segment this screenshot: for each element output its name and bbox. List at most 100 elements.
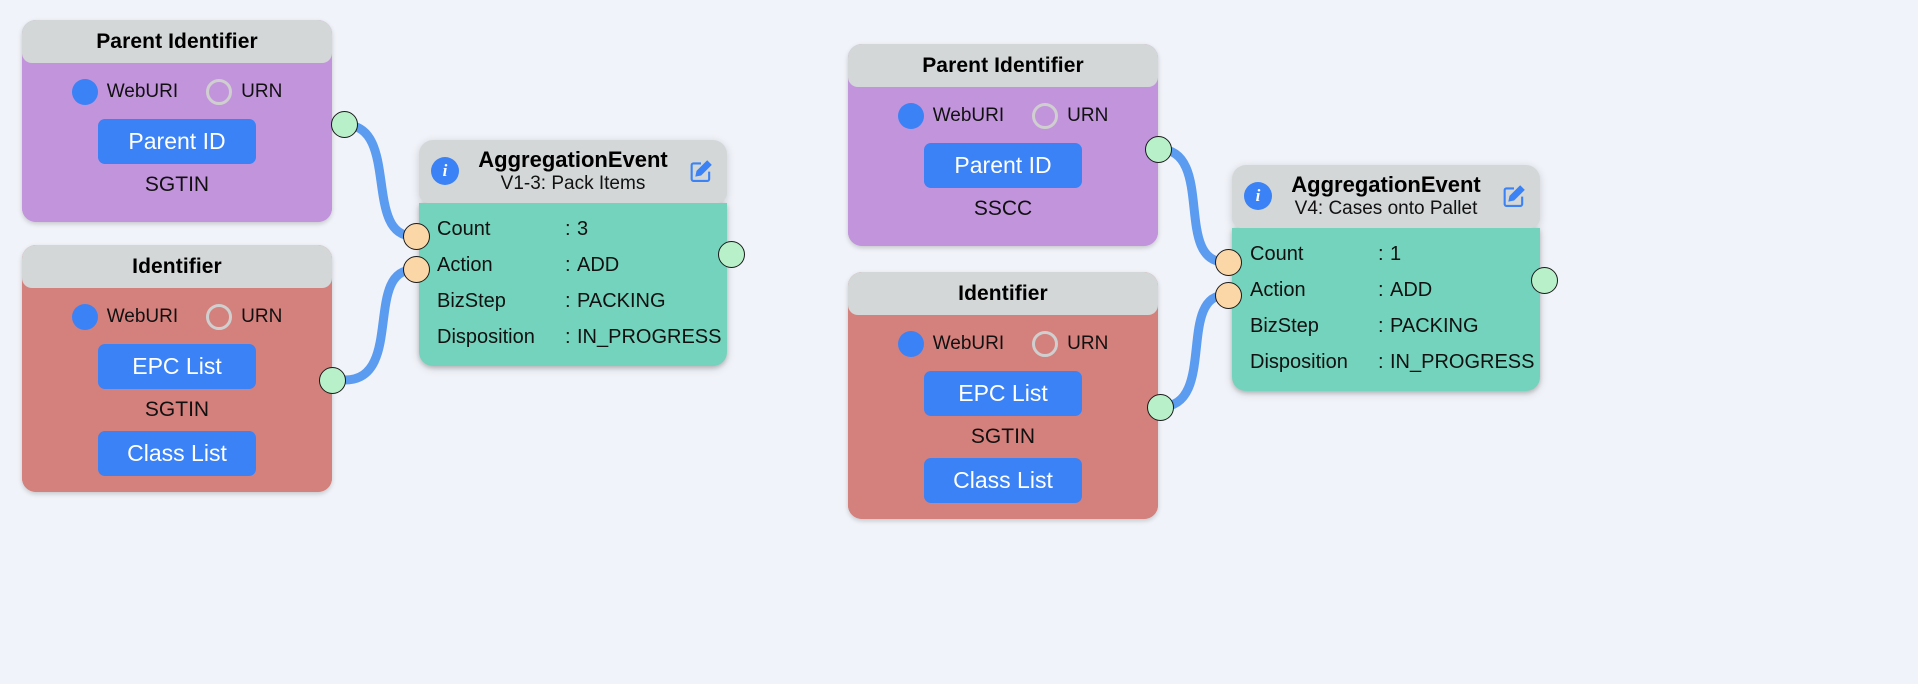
node-body: WebURI URN Parent ID SSCC <box>848 87 1158 246</box>
field-key: Disposition <box>1250 350 1348 373</box>
parent-id-button[interactable]: Parent ID <box>98 119 256 164</box>
event-body: Count : 1 Action : ADD BizStep : PACKING… <box>1232 227 1540 391</box>
field-value: PACKING <box>577 289 666 312</box>
event-field-row: Count : 3 <box>437 217 727 242</box>
field-separator: : <box>1378 278 1384 301</box>
event-subtitle: V4: Cases onto Pallet <box>1294 197 1478 219</box>
class-list-button[interactable]: Class List <box>924 458 1082 503</box>
radio-urn-unselected-icon[interactable] <box>206 304 233 330</box>
field-separator: : <box>1378 242 1384 265</box>
edit-pencil-icon[interactable] <box>1500 182 1528 210</box>
radio-weburi-selected-icon[interactable] <box>71 304 98 330</box>
handle-target-parent-right[interactable] <box>1215 249 1242 276</box>
radio-weburi-selected-icon[interactable] <box>897 103 924 129</box>
radio-urn-unselected-icon[interactable] <box>206 79 233 105</box>
field-value: ADD <box>1390 278 1433 301</box>
field-value: 1 <box>1390 242 1402 265</box>
radio-weburi-selected-icon[interactable] <box>71 79 98 105</box>
identifier-type-radio-group[interactable]: WebURI URN <box>22 79 332 105</box>
event-subtitle: V1-3: Pack Items <box>500 172 646 194</box>
field-value: 3 <box>577 217 589 240</box>
radio-urn-label[interactable]: URN <box>1067 333 1109 354</box>
node-header-title: Parent Identifier <box>848 44 1158 87</box>
radio-weburi-label[interactable]: WebURI <box>932 333 1005 354</box>
handle-target-parent-left[interactable] <box>403 223 430 250</box>
event-body: Count : 3 Action : ADD BizStep : PACKING… <box>419 202 727 366</box>
node-body: WebURI URN Parent ID SGTIN <box>22 63 332 222</box>
field-key: BizStep <box>437 289 506 312</box>
radio-urn-unselected-icon[interactable] <box>1032 103 1059 129</box>
field-key: BizStep <box>1250 314 1319 337</box>
handle-source-event-right[interactable] <box>1531 267 1558 294</box>
epc-list-button[interactable]: EPC List <box>98 344 256 389</box>
class-list-button[interactable]: Class List <box>98 431 256 476</box>
node-header-title: Identifier <box>22 245 332 288</box>
info-icon[interactable]: i <box>1244 182 1272 211</box>
node-parent-identifier-left[interactable]: Parent Identifier WebURI URN Parent ID S… <box>22 20 332 222</box>
radio-weburi-label[interactable]: WebURI <box>106 81 179 102</box>
event-field-row: BizStep : PACKING <box>437 289 727 314</box>
event-field-row: Action : ADD <box>1250 278 1540 303</box>
parent-id-button[interactable]: Parent ID <box>924 143 1082 188</box>
radio-weburi-label[interactable]: WebURI <box>932 105 1005 126</box>
event-title: AggregationEvent <box>478 147 668 172</box>
radio-urn-label[interactable]: URN <box>241 306 283 327</box>
field-key: Action <box>1250 278 1306 301</box>
node-parent-identifier-right[interactable]: Parent Identifier WebURI URN Parent ID S… <box>848 44 1158 246</box>
field-separator: : <box>565 325 571 348</box>
field-key: Disposition <box>437 325 535 348</box>
node-body: WebURI URN EPC List SGTIN Class List <box>22 288 332 492</box>
node-body: WebURI URN EPC List SGTIN Class List <box>848 315 1158 519</box>
info-icon[interactable]: i <box>431 157 459 186</box>
handle-source-parent-identifier-left[interactable] <box>331 111 358 138</box>
node-header-title: Parent Identifier <box>22 20 332 63</box>
field-value: IN_PROGRESS <box>577 325 722 348</box>
event-title: AggregationEvent <box>1291 172 1481 197</box>
identifier-type-radio-group[interactable]: WebURI URN <box>848 331 1158 357</box>
radio-weburi-label[interactable]: WebURI <box>106 306 179 327</box>
node-header-title: Identifier <box>848 272 1158 315</box>
edge-parent-to-event-left <box>340 120 418 241</box>
identifier-type-radio-group[interactable]: WebURI URN <box>22 304 332 330</box>
event-field-row: Disposition : IN_PROGRESS <box>1250 350 1540 375</box>
event-header: i AggregationEvent V1-3: Pack Items <box>419 140 727 203</box>
identifier-scheme-label: SSCC <box>973 197 1033 220</box>
field-separator: : <box>565 289 571 312</box>
field-separator: : <box>565 253 571 276</box>
node-identifier-left[interactable]: Identifier WebURI URN EPC List SGTIN Cla… <box>22 245 332 492</box>
edge-parent-to-event-right <box>1153 144 1230 267</box>
radio-weburi-selected-icon[interactable] <box>897 331 924 357</box>
field-key: Count <box>1250 242 1304 265</box>
edge-identifier-to-event-right <box>1155 290 1231 412</box>
field-value: ADD <box>577 253 620 276</box>
radio-urn-unselected-icon[interactable] <box>1032 331 1059 357</box>
field-value: PACKING <box>1390 314 1479 337</box>
field-value: IN_PROGRESS <box>1390 350 1535 373</box>
edit-pencil-icon[interactable] <box>687 157 715 185</box>
radio-urn-label[interactable]: URN <box>241 81 283 102</box>
radio-urn-label[interactable]: URN <box>1067 105 1109 126</box>
handle-target-children-left[interactable] <box>403 256 430 283</box>
handle-target-children-right[interactable] <box>1215 282 1242 309</box>
field-key: Action <box>437 253 493 276</box>
handle-source-parent-identifier-right[interactable] <box>1145 136 1172 163</box>
event-header: i AggregationEvent V4: Cases onto Pallet <box>1232 165 1540 228</box>
identifier-scheme-label: SGTIN <box>144 398 210 421</box>
node-aggregation-event-left[interactable]: i AggregationEvent V1-3: Pack Items Coun… <box>419 140 727 366</box>
field-separator: : <box>565 217 571 240</box>
event-field-row: Count : 1 <box>1250 242 1540 267</box>
event-field-row: Disposition : IN_PROGRESS <box>437 325 727 350</box>
field-separator: : <box>1378 350 1384 373</box>
handle-source-event-left[interactable] <box>718 241 745 268</box>
edge-identifier-to-event-left <box>340 265 418 385</box>
handle-source-identifier-right[interactable] <box>1147 394 1174 421</box>
epc-list-button[interactable]: EPC List <box>924 371 1082 416</box>
node-identifier-right[interactable]: Identifier WebURI URN EPC List SGTIN Cla… <box>848 272 1158 519</box>
node-aggregation-event-right[interactable]: i AggregationEvent V4: Cases onto Pallet… <box>1232 165 1540 391</box>
handle-source-identifier-left[interactable] <box>319 367 346 394</box>
identifier-scheme-label: SGTIN <box>970 425 1036 448</box>
event-field-row: BizStep : PACKING <box>1250 314 1540 339</box>
identifier-type-radio-group[interactable]: WebURI URN <box>848 103 1158 129</box>
field-key: Count <box>437 217 491 240</box>
